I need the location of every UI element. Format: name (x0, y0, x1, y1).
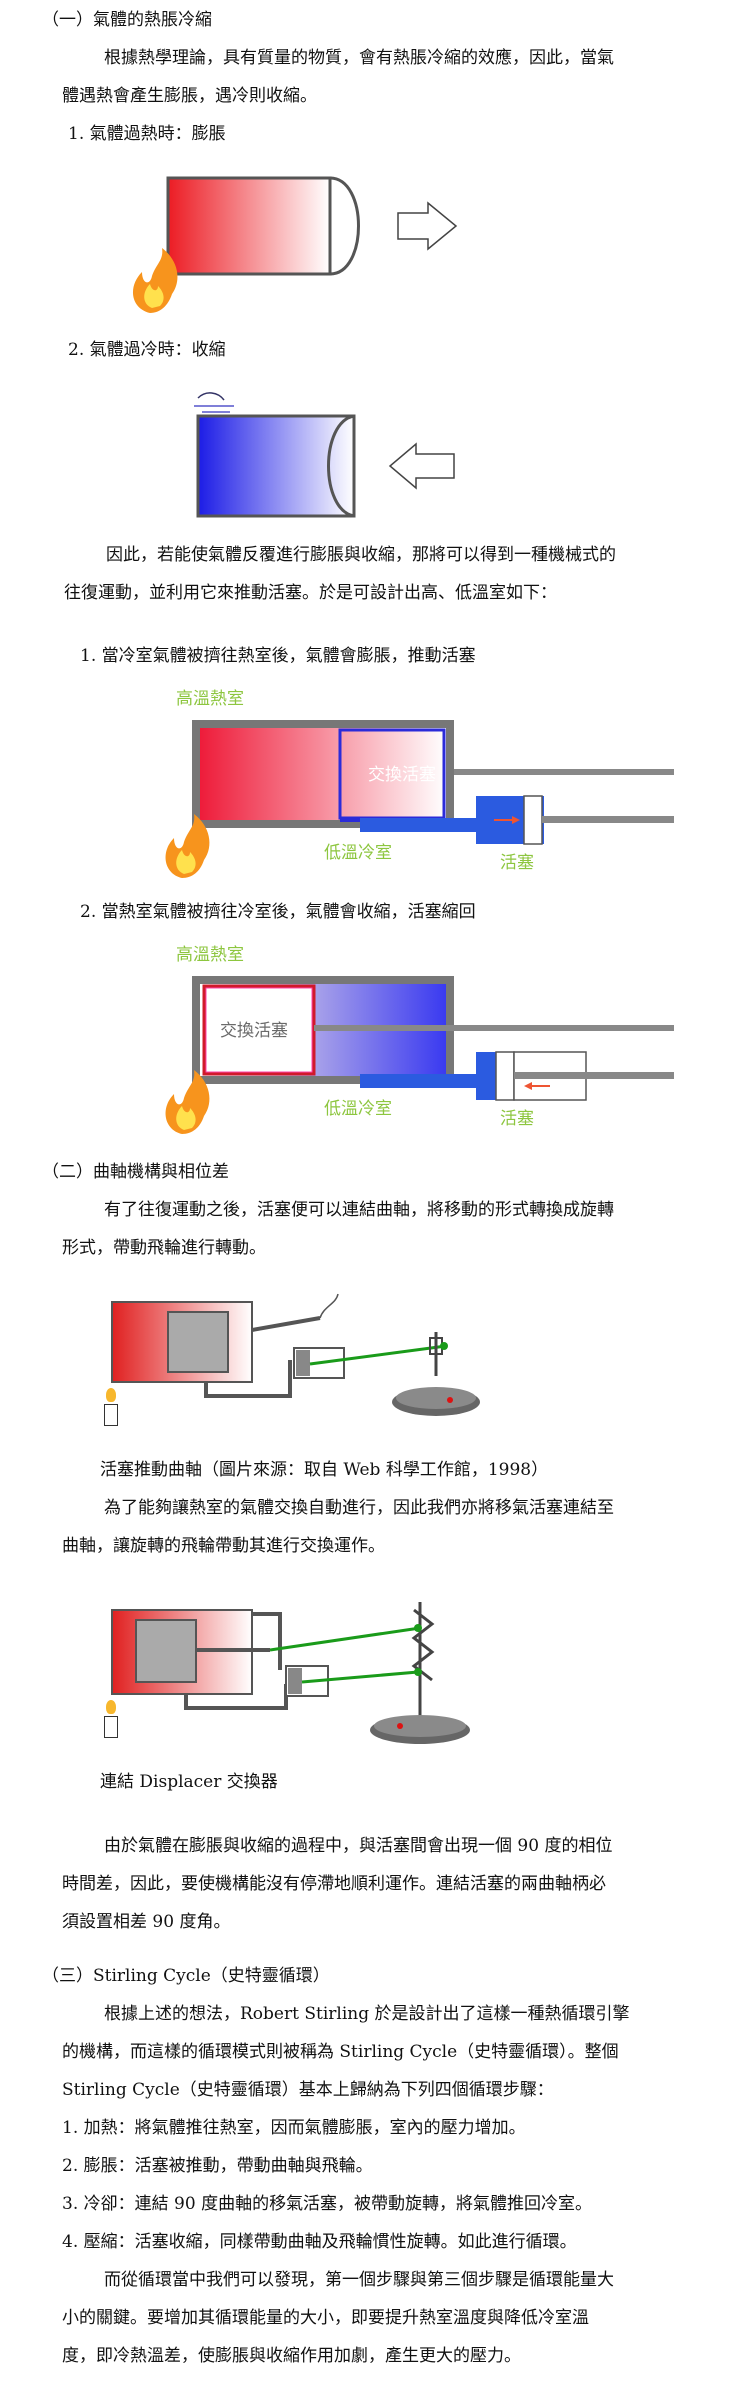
contracted-membrane (327, 414, 355, 518)
expansion-figure (132, 176, 458, 313)
s3-para2-line3: 度，即冷熱溫差，使膨脹與收縮作用加劇，產生更大的壓力。 (62, 2346, 521, 2366)
displacer-label: 交換活塞 (368, 765, 436, 785)
s3-para1-line3: Stirling Cycle（史特靈循環）基本上歸納為下列四個循環步驟： (62, 2080, 554, 2100)
piston-label: 活塞 (500, 853, 534, 873)
piston-rod (514, 1072, 674, 1079)
displacer-link (269, 1626, 421, 1652)
candle-icon (100, 1700, 122, 1740)
hot-cold-chamber-figure-contract: 高溫熱室 交換活塞 低溫冷室 活塞 (165, 945, 674, 1134)
arrow-left-icon (388, 442, 455, 490)
displacer-caption: 連結 Displacer 交換器 (100, 1772, 278, 1792)
cold-chamber-label: 低溫冷室 (324, 1099, 392, 1119)
s1-intro-line1: 根據熱學理論，具有質量的物質，會有熱脹冷縮的效應，因此，當氣 (104, 48, 614, 68)
cycle-step-cooling: 3. 冷卻：連結 90 度曲軸的移氣活塞，被帶動旋轉，將氣體推回冷室。 (62, 2194, 593, 2214)
cold-chamber-passage (360, 1074, 492, 1088)
s2-para3-line3: 須設置相差 90 度角。 (62, 1912, 231, 1932)
hot-cold-chamber-figure-expand: 高溫熱室 交換活塞 低溫冷室 活塞 (165, 689, 674, 878)
s1-item-contract: 2. 氣體過冷時：收縮 (68, 340, 226, 360)
crankshaft (429, 1337, 443, 1355)
cycle-step-heating: 1. 加熱：將氣體推往熱室，因而氣體膨脹，室內的壓力增加。 (62, 2118, 526, 2138)
cycle-step-compression: 4. 壓縮：活塞收縮，同樣帶動曲軸及飛輪慣性旋轉。如此進行循環。 (62, 2232, 577, 2252)
displacer-block (167, 1311, 229, 1373)
s1-para-line2: 往復運動，並利用它來推動活塞。於是可設計出高、低溫室如下： (64, 583, 557, 603)
s3-para2-line2: 小的關鍵。要增加其循環能量的大小，即要提升熱室溫度與降低冷室溫 (62, 2308, 589, 2328)
s1-step-contract: 2. 當熱室氣體被擠往冷室後，氣體會收縮，活塞縮回 (80, 902, 476, 922)
s2-para3-line2: 時間差，因此，要使機構能沒有停滯地順利運作。連結活塞的兩曲軸柄必 (62, 1874, 606, 1894)
hand-icon (319, 1293, 339, 1319)
s1-item-expand: 1. 氣體過熱時：膨脹 (68, 124, 226, 144)
displacer-rod (314, 1025, 674, 1031)
displacer-label: 交換活塞 (220, 1021, 288, 1041)
connecting-rod (309, 1344, 447, 1366)
hot-gas-chamber (166, 176, 332, 276)
cylinder-gas (476, 1052, 496, 1100)
section2-heading: （二）曲軸機構與相位差 (42, 1162, 229, 1182)
s2-para1-line1: 有了往復運動之後，活塞便可以連結曲軸，將移動的形式轉換成旋轉 (104, 1200, 614, 1220)
cold-gas-chamber (196, 414, 356, 518)
s2-para2-line1: 為了能夠讓熱室的氣體交換自動進行，因此我們亦將移氣活塞連結至 (104, 1498, 614, 1518)
connecting-rod (301, 1670, 419, 1684)
fire-icon (132, 248, 178, 313)
s2-para1-line2: 形式，帶動飛輪進行轉動。 (62, 1238, 266, 1258)
expanded-membrane (329, 176, 360, 276)
section1-heading: （一）氣體的熱脹冷縮 (42, 10, 212, 30)
displacer-crank-figure (111, 1602, 470, 1744)
power-piston (495, 1051, 515, 1101)
piston-push-arrow (512, 816, 520, 824)
cycle-step-expansion: 2. 膨脹：活塞被推動，帶動曲軸與飛輪。 (62, 2156, 373, 2176)
s3-para2-line1: 而從循環當中我們可以發現，第一個步驟與第三個步驟是循環能量大 (104, 2270, 614, 2290)
contraction-figure (194, 392, 455, 518)
piston-label: 活塞 (500, 1109, 534, 1129)
piston-rod (542, 816, 674, 823)
displacer-block (135, 1619, 197, 1683)
s2-para3-line1: 由於氣體在膨脹與收縮的過程中，與活塞間會出現一個 90 度的相位 (104, 1836, 613, 1856)
hot-chamber-label: 高溫熱室 (176, 945, 244, 965)
fire-icon (165, 1070, 210, 1134)
passage-pipe (204, 1360, 292, 1398)
piston-crank-figure (111, 1293, 480, 1416)
displacer-rod (454, 769, 674, 775)
section3-heading: （三）Stirling Cycle（史特靈循環） (42, 1966, 330, 1986)
s1-step-expand: 1. 當冷室氣體被擠往熱室後，氣體會膨脹，推動活塞 (80, 646, 476, 666)
s2-para2-line2: 曲軸，讓旋轉的飛輪帶動其進行交換運作。 (62, 1536, 385, 1556)
s1-intro-line2: 體遇熱會產生膨脹，遇冷則收縮。 (62, 86, 317, 106)
arrow-right-icon (397, 201, 458, 251)
hot-chamber-space (200, 728, 446, 820)
fire-icon (165, 814, 210, 878)
cold-chamber-label: 低溫冷室 (324, 843, 392, 863)
displacer-piston (202, 984, 316, 1076)
s1-para-line1: 因此，若能使氣體反覆進行膨脹與收縮，那將可以得到一種機械式的 (106, 545, 616, 565)
s3-para1-line1: 根據上述的想法，Robert Stirling 於是設計出了這樣一種熱循環引擎 (104, 2004, 630, 2024)
power-piston (523, 795, 543, 845)
crank-caption: 活塞推動曲軸（圖片來源：取自 Web 科學工作館，1998） (100, 1460, 549, 1480)
piston-retract-arrow (524, 1082, 532, 1090)
hot-chamber-label: 高溫熱室 (176, 689, 244, 709)
candle-icon (100, 1388, 122, 1426)
cold-chamber-passage (360, 818, 492, 832)
s3-para1-line2: 的機構，而這樣的循環模式則被稱為 Stirling Cycle（史特靈循環）。整… (62, 2042, 619, 2062)
cold-wind-icon (194, 392, 234, 413)
